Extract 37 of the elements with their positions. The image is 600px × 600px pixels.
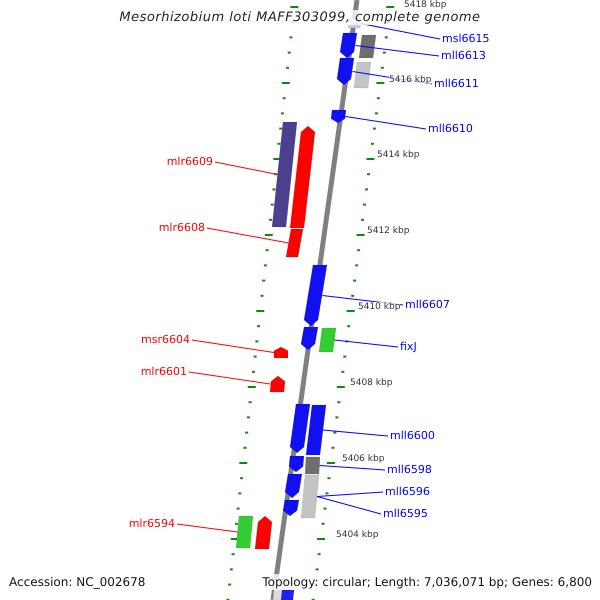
leader-line	[188, 372, 271, 384]
genome-summary-text: Topology: circular; Length: 7,036,071 bp; Genes: 6,800	[262, 574, 592, 590]
leader-line	[345, 116, 426, 130]
scale-label: 5412 kbp	[367, 226, 410, 237]
leader-line	[334, 340, 398, 348]
scale-label: 5410 kbp	[358, 302, 400, 313]
leader-line	[322, 430, 388, 436]
accession-text: Accession: NC_002678	[9, 574, 146, 590]
gene-label: mlr6601	[140, 365, 187, 378]
gene-label: mll6611	[434, 77, 479, 90]
scale-label: 5416 kbp	[389, 75, 432, 86]
leader-line	[206, 228, 289, 244]
scale-label: 5408 kbp	[350, 378, 392, 389]
scale-label: 5406 kbp	[342, 454, 384, 465]
gene-label: mll6596	[385, 485, 430, 498]
gene-label: mll6613	[441, 49, 486, 62]
gene-label: msr6604	[141, 333, 190, 346]
scale-label: 5418 kbp	[404, 0, 446, 11]
scale-label: 5414 kbp	[377, 150, 420, 161]
gene-label: mlr6608	[158, 221, 205, 234]
scale-label: 5404 kbp	[336, 530, 378, 541]
gene-label: mll6610	[428, 122, 473, 135]
leader-line	[176, 524, 238, 532]
leader-line	[316, 496, 382, 514]
gene-label: mlr6609	[166, 155, 213, 168]
leader-line	[355, 45, 440, 56]
gene-label: mll6598	[387, 463, 432, 476]
leader-line	[192, 340, 274, 353]
gene-label: msl6615	[442, 32, 490, 45]
leader-line	[316, 492, 384, 497]
gene-label: mll6600	[390, 429, 435, 442]
gene-label: fixJ	[400, 340, 417, 353]
gene-label: mlr6594	[128, 517, 175, 530]
gene-label: mll6595	[383, 507, 428, 520]
leader-line	[214, 162, 278, 175]
leader-line	[319, 465, 386, 470]
gene-label: mll6607	[405, 298, 450, 311]
